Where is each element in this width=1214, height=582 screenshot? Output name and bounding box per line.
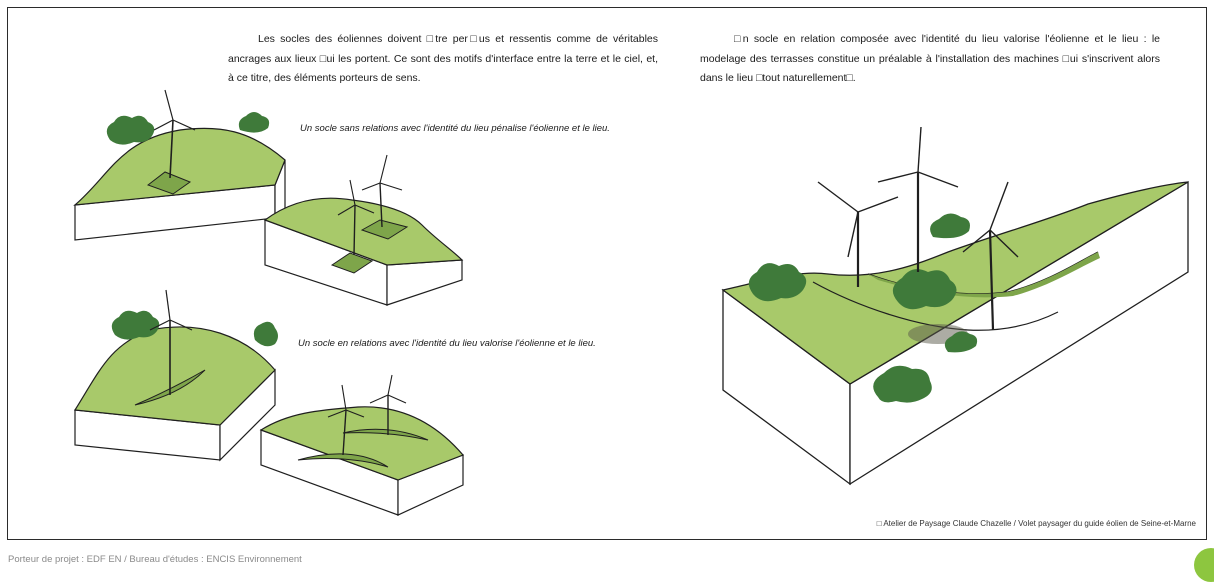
image-credit: □ Atelier de Paysage Claude Chazelle / V… <box>876 519 1196 528</box>
block-diagram-terraced-landscape <box>721 126 1189 486</box>
page-corner-tab <box>1194 548 1214 582</box>
caption-bad-socle: Un socle sans relations avec l'identité … <box>300 123 610 134</box>
figure-frame <box>7 7 1207 540</box>
intro-text: Les socles des éoliennes doivent □tre pe… <box>228 33 658 84</box>
footer-project-info: Porteur de projet : EDF EN / Bureau d'ét… <box>8 554 302 565</box>
right-text: □n socle en relation composée avec l'ide… <box>700 33 1160 84</box>
block-diagram-bad-small <box>263 154 464 306</box>
intro-paragraph: Les socles des éoliennes doivent □tre pe… <box>228 30 658 89</box>
caption-good-socle: Un socle en relations avec l'identité du… <box>298 338 596 349</box>
block-diagram-good-large <box>73 289 278 462</box>
block-diagram-good-small <box>259 374 465 516</box>
right-paragraph: □n socle en relation composée avec l'ide… <box>700 30 1160 89</box>
block-diagram-bad-large <box>73 89 286 241</box>
